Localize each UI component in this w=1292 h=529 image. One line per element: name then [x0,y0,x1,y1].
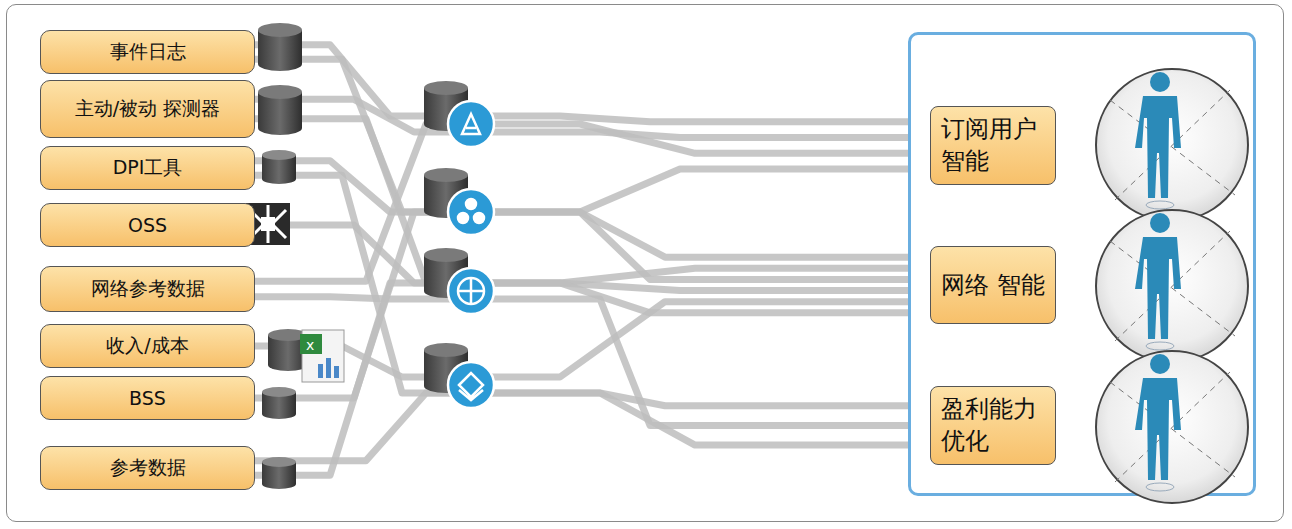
data-source-box: 参考数据 [40,446,255,490]
node-label: 网络参考数据 [91,276,205,302]
hub-icons [424,81,494,408]
data-flow-line [255,283,930,475]
data-source-box: OSS [40,203,255,247]
output-box: 订阅用户 智能 [930,106,1056,185]
data-flow-line [255,124,930,281]
node-label: 网络 智能 [941,269,1045,301]
node-label: 收入/成本 [106,333,188,359]
data-source-box: 事件日志 [40,30,255,74]
person-figure [1096,69,1248,503]
data-source-box: 收入/成本 [40,324,255,368]
data-flow-line [255,45,930,122]
data-flow-line [255,393,930,461]
output-box: 盈利能力 优化 [930,386,1056,465]
node-label: 主动/被动 探测器 [75,96,220,122]
data-flow-line [255,169,930,398]
database-symbol [258,23,308,489]
data-source-box: BSS [40,376,255,420]
node-label: 参考数据 [110,455,186,481]
svg-text:x: x [306,337,314,353]
data-flow-line [255,119,930,283]
data-source-box: DPI工具 [40,146,255,190]
data-source-box: 网络参考数据 [40,266,255,312]
node-label: OSS [128,214,167,236]
node-label: 事件日志 [110,39,186,65]
spreadsheet-icon: x [300,330,344,382]
node-label: 订阅用户 智能 [941,113,1045,178]
node-label: DPI工具 [113,155,183,181]
node-label: 盈利能力 优化 [941,393,1045,458]
node-label: BSS [129,387,166,409]
data-source-box: 主动/被动 探测器 [40,80,255,138]
output-box: 网络 智能 [930,246,1056,324]
